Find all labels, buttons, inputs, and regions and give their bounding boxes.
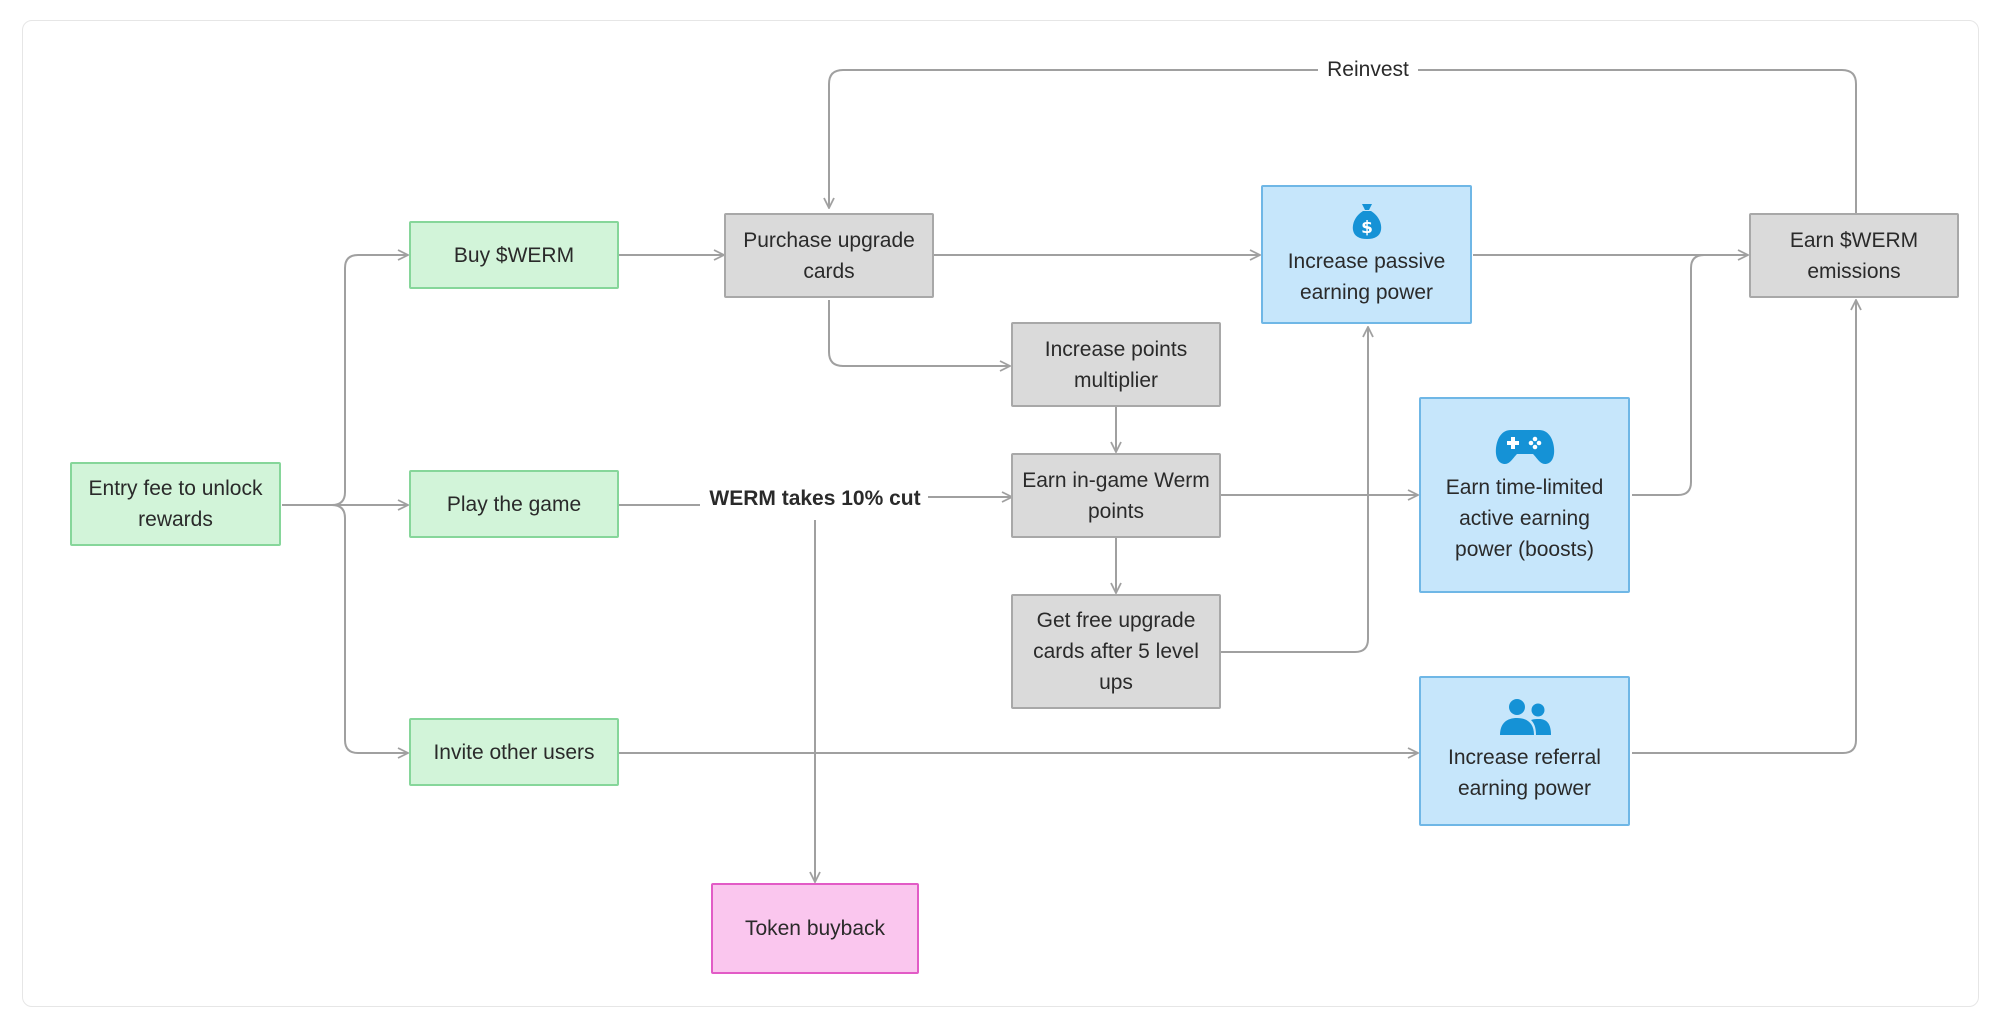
gamepad-icon <box>1495 429 1554 464</box>
emissions-line-1: Earn $WERM <box>1789 228 1919 252</box>
entry-fee-line-1: Entry fee to unlock <box>88 477 263 500</box>
passive-power-line-2: earning power <box>1299 280 1434 304</box>
edge-entry-to-buy <box>282 255 408 506</box>
purchase-cards-node: Purchase upgrade cards <box>724 213 934 298</box>
money-bag-icon: $ <box>1352 203 1381 239</box>
earn-points-line-2: points <box>1087 499 1145 523</box>
referral-power-line-1: Increase referral <box>1448 746 1601 769</box>
play-game-label: Play the game <box>446 492 582 516</box>
earn-points-node: Earn in-game Werm points <box>1011 453 1221 538</box>
edge-purchase-to-multiplier <box>828 300 1010 366</box>
free-cards-line-2: cards after 5 level <box>1033 640 1199 663</box>
emissions-line-2: emissions <box>1807 259 1901 283</box>
free-cards-line-1: Get free upgrade <box>1036 609 1196 632</box>
buy-werm-node: Buy $WERM <box>409 221 619 289</box>
play-game-node: Play the game <box>409 470 619 538</box>
entry-fee-node: Entry fee to unlock rewards <box>70 462 281 546</box>
invite-users-label: Invite other users <box>433 740 595 764</box>
reinvest-label: Reinvest <box>1318 57 1418 83</box>
edge-entry-to-invite <box>331 504 408 753</box>
free-cards-line-3: ups <box>1099 671 1133 694</box>
passive-power-line-1: Increase passive <box>1287 249 1446 273</box>
emissions-node: Earn $WERM emissions <box>1749 213 1959 298</box>
token-buyback-node: Token buyback <box>711 883 919 974</box>
active-power-line-1: Earn time-limited <box>1445 475 1604 499</box>
points-multiplier-line-2: multiplier <box>1073 368 1159 392</box>
points-multiplier-line-1: Increase points <box>1044 337 1188 361</box>
passive-power-node: $ Increase passive earning power <box>1261 185 1472 324</box>
earn-points-line-1: Earn in-game Werm <box>1022 468 1210 492</box>
edge-free-cards-to-passive <box>1221 327 1368 653</box>
points-multiplier-node: Increase points multiplier <box>1011 322 1221 407</box>
free-cards-node: Get free upgrade cards after 5 level ups <box>1011 594 1221 709</box>
active-power-line-3: power (boosts) <box>1455 537 1594 561</box>
edge-referral-to-emissions <box>1632 300 1856 754</box>
purchase-cards-line-1: Purchase upgrade <box>743 228 915 252</box>
token-buyback-label: Token buyback <box>744 917 886 940</box>
diagram-canvas <box>22 20 1979 1007</box>
werm-cut-label: WERM takes 10% cut <box>702 484 928 514</box>
referral-power-node: Increase referral earning power <box>1419 676 1630 826</box>
active-power-line-2: active earning <box>1459 506 1590 530</box>
referral-power-line-2: earning power <box>1457 777 1592 800</box>
invite-users-node: Invite other users <box>409 718 619 786</box>
svg-text:$: $ <box>1361 218 1373 238</box>
edge-active-to-emissions <box>1632 254 1705 496</box>
active-power-node: Earn time-limited active earning power (… <box>1419 397 1630 593</box>
purchase-cards-line-2: cards <box>803 259 855 283</box>
entry-fee-line-2: rewards <box>138 508 213 531</box>
buy-werm-label: Buy $WERM <box>453 243 575 267</box>
users-icon <box>1499 699 1551 735</box>
